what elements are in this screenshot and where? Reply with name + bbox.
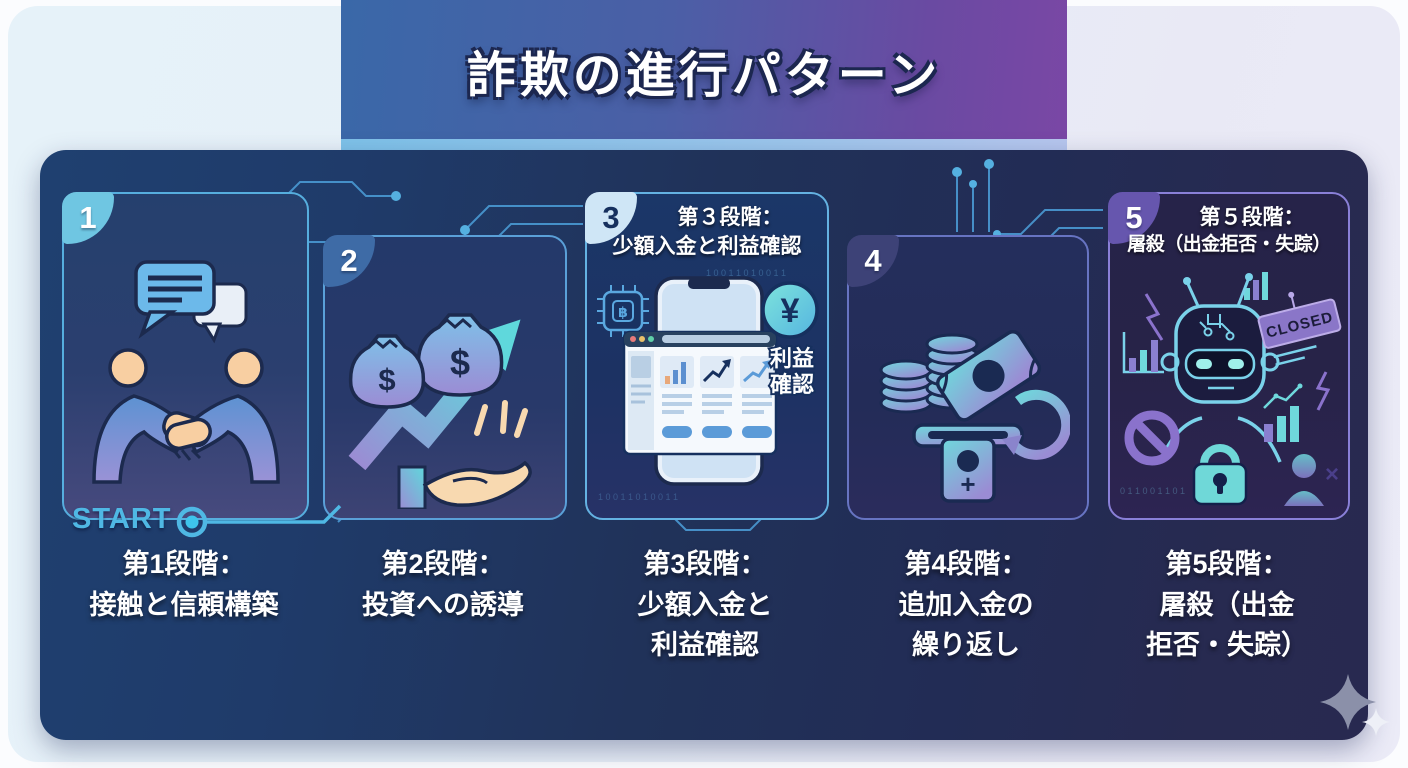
caption-line: 第1段階：	[122, 549, 246, 579]
header-line-2: 少額入金と利益確認	[612, 235, 802, 259]
stage-card-1: 1	[62, 192, 309, 520]
binary-decor: 1 0 0 1 1 0 1 0 0 1 1	[598, 492, 678, 502]
padlock-icon	[1192, 444, 1248, 506]
deposit-repeat-icon: +	[879, 330, 1070, 503]
plus-sign: +	[960, 469, 975, 499]
caption-line: 少額入金と	[637, 589, 773, 620]
stage-card-5: 5 第５段階： 屠殺（出金拒否・失踪）	[1108, 192, 1350, 520]
yen-coin-icon	[761, 281, 819, 339]
stage-caption-5: 第5段階： 屠殺（出金 拒否・失踪）	[1097, 544, 1357, 666]
svg-text:฿: ฿	[618, 304, 628, 320]
header-line-1: 第５段階：	[1199, 206, 1305, 229]
profit-label-line1: 利益	[770, 346, 814, 371]
caption-line: 第2段階：	[381, 549, 505, 579]
stage-card-3: 3 第３段階： 少額入金と利益確認 1 0 0 1 1 0 1 0 0 1 1 …	[585, 192, 829, 520]
caption-line: 第4段階：	[904, 549, 1028, 579]
stage-card-header: 第５段階： 屠殺（出金拒否・失踪）	[1110, 203, 1348, 259]
line-bar-chart-icon	[1263, 383, 1303, 442]
header-line-1: 第３段階：	[677, 206, 783, 229]
caption-line: 追加入金の	[898, 589, 1034, 620]
stage-card-2: 2 $ $	[323, 235, 567, 520]
caption-line: 繰り返し	[912, 630, 1020, 660]
caption-line: 屠殺（出金	[1159, 589, 1295, 620]
stage-card-4: 4	[847, 235, 1089, 520]
robot-shutdown-icon: CLOSED	[1120, 272, 1342, 506]
binary-decor: 0 1 1 0 0 1 1 0 1	[1120, 486, 1185, 496]
caption-line: 拒否・失踪）	[1146, 630, 1308, 660]
header-line-2: 屠殺（出金拒否・失踪）	[1127, 234, 1331, 256]
yen-sign: ¥	[781, 292, 800, 330]
start-label: START	[72, 503, 172, 535]
repeat-arrow-icon	[1010, 389, 1070, 460]
lightning-icon	[1315, 371, 1331, 411]
stage-caption-4: 第4段階： 追加入金の 繰り返し	[836, 544, 1096, 666]
mini-chart-panels	[660, 356, 774, 438]
stages-panel: 1	[40, 150, 1368, 740]
binary-decor: 1 0 0 1 1 0 1 0 0 1 1	[706, 268, 786, 278]
banknote-icon	[935, 330, 1042, 422]
missing-person-icon: ×	[1284, 454, 1339, 506]
caption-line: 第3段階：	[643, 549, 767, 579]
lightning-icon	[1144, 293, 1164, 341]
mini-bars-icon	[1244, 272, 1268, 300]
page-title: 詐欺の進行パターン	[466, 49, 942, 103]
start-connector-line	[176, 504, 342, 538]
stage-card-header: 第３段階： 少額入金と利益確認	[587, 203, 827, 262]
banner-accent-strip	[341, 139, 1067, 150]
title-banner: 詐欺の進行パターン	[341, 0, 1067, 150]
handshake-conversation-icon	[91, 260, 280, 484]
bitcoin-chip-icon: ฿	[597, 285, 649, 337]
money-growth-hand-icon: $ $	[348, 313, 532, 509]
caption-line: 利益確認	[651, 630, 759, 660]
stage-number-badge: 2	[323, 235, 375, 287]
caption-line: 第5段階：	[1165, 549, 1289, 579]
profit-label-line2: 確認	[770, 372, 814, 397]
stage-caption-1: 第1段階： 接触と信頼構築	[54, 544, 314, 625]
caption-line: 投資への誘導	[362, 589, 524, 620]
robot-head-icon	[1158, 273, 1282, 463]
trading-app-phone-icon: 1 0 0 1 1 0 1 0 0 1 1 1 0 0 1 1 0 1 0 0 …	[597, 268, 819, 502]
stage-caption-3: 第3段階： 少額入金と 利益確認	[575, 544, 835, 666]
cross-mark: ×	[1325, 461, 1339, 488]
prohibition-icon	[1124, 410, 1180, 466]
dollar-sign: $	[450, 342, 470, 383]
stage-caption-2: 第2段階： 投資への誘導	[313, 544, 573, 625]
bar-chart-icon	[1122, 332, 1164, 374]
dollar-sign: $	[378, 362, 395, 397]
sparkle-icon	[1320, 674, 1390, 736]
caption-line: 接触と信頼構築	[89, 589, 279, 620]
stage-number-badge: 1	[62, 192, 114, 244]
